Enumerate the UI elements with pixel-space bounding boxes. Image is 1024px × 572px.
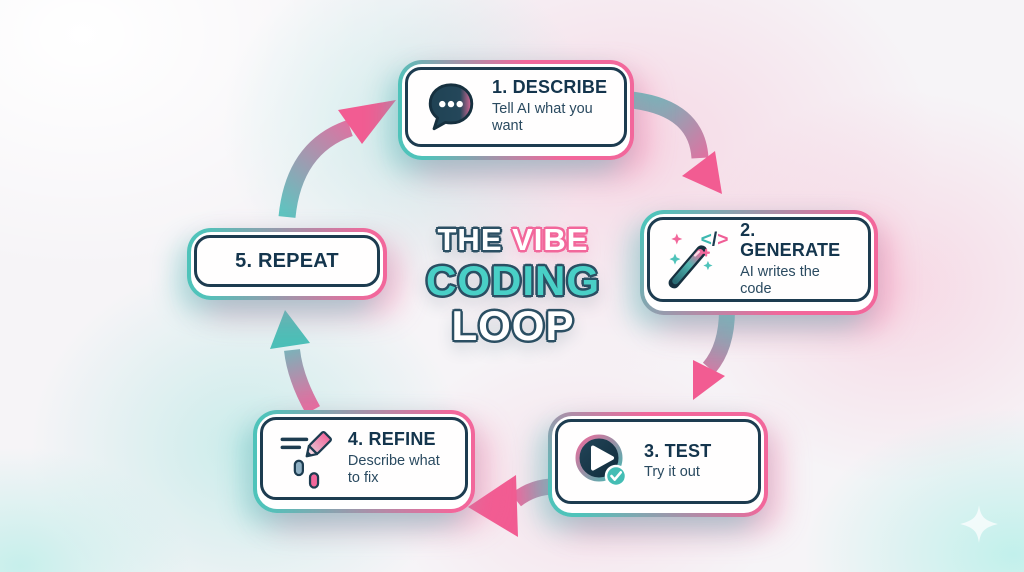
page-title: THE VIBE CODING LOOP [398,224,628,348]
step-label: 4. REFINE [347,428,436,449]
arrow-generate-to-test [693,309,735,400]
title-word-coding: CODING [426,256,600,304]
title-word-loop: LOOP [451,302,575,350]
step-description: Describe what to fix [347,452,440,486]
sparkle-icon [960,505,998,543]
step-text: 2. GENERATE AI writes the code [740,220,854,298]
step-card-test: 3. TEST Try it out [548,412,768,517]
step-card-refine: 4. REFINE Describe what to fix [253,410,475,513]
step-description: AI writes the code [740,263,820,297]
title-word-vibe: VIBE [512,222,589,257]
step-text: 3. TEST Try it out [644,440,712,482]
title-word-the: THE [437,222,503,257]
step-label: 1. DESCRIBE [492,77,608,98]
arrow-refine-to-repeat [270,310,321,414]
step-description: Tell AI what you want [492,101,593,135]
step-text: 4. REFINE Describe what to fix [347,428,451,487]
sliders-pencil-icon [280,430,333,489]
step-card-describe: 1. DESCRIBE Tell AI what you want [398,60,634,160]
step-label: 5. REPEAT [235,250,339,272]
arrow-describe-to-generate [630,91,722,194]
title-line-1: THE VIBE [398,224,628,256]
arrow-repeat-to-describe [278,100,396,218]
speech-bubble-icon [428,83,474,131]
step-card-generate: </> 2. GENERATE AI writes the code [640,210,878,315]
code-brackets-glyph: </> [701,229,728,250]
play-check-icon [575,434,628,487]
magic-wand-icon: </> [668,229,728,288]
step-card-repeat: 5. REPEAT [187,228,387,300]
step-description: Try it out [644,464,700,481]
step-text: 1. DESCRIBE Tell AI what you want [492,78,607,135]
step-label: 3. TEST [644,440,712,461]
step-label: 2. GENERATE [740,220,841,260]
